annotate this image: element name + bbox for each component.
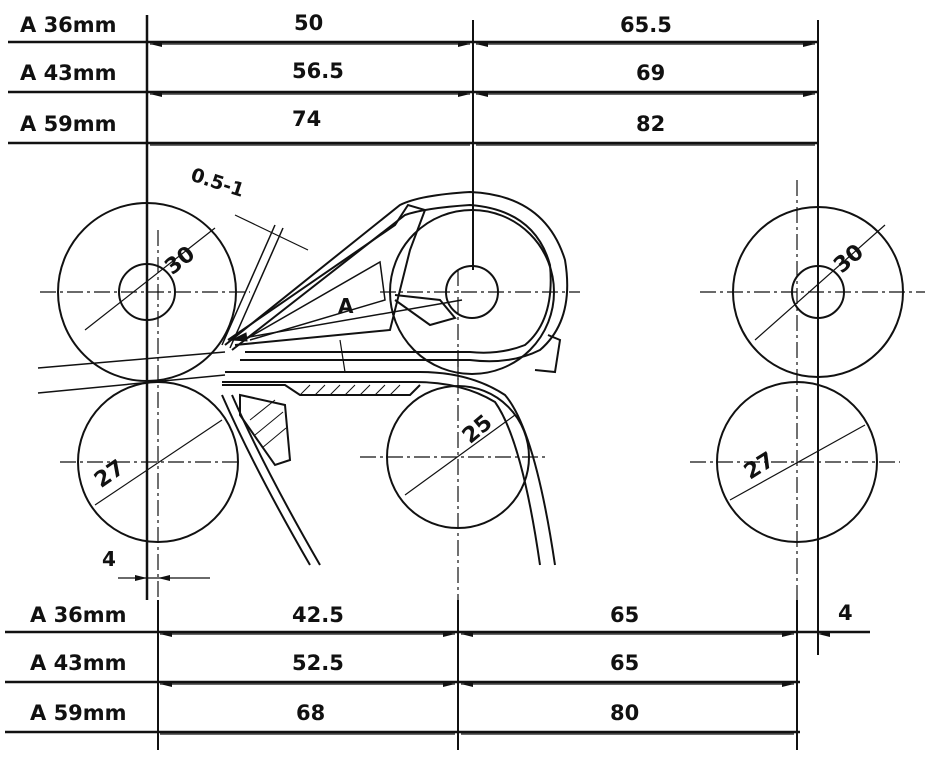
top-row3-label: A 59mm <box>20 112 117 136</box>
middle-roller-dia: 25 <box>458 410 498 449</box>
top-row1-value2: 65.5 <box>620 13 672 37</box>
bottom-row3-label: A 59mm <box>30 701 127 725</box>
top-row3-value1: 74 <box>292 107 321 131</box>
top-row1-label: A 36mm <box>20 13 117 37</box>
left-bottom-roller-dia: 27 <box>90 455 129 493</box>
top-row2-value1: 56.5 <box>292 59 344 83</box>
top-row1-value1: 50 <box>294 11 323 35</box>
top-row2-value2: 69 <box>636 61 665 85</box>
top-row3-value2: 82 <box>636 112 665 136</box>
left-offset-dimension: 4 <box>102 547 210 581</box>
bottom-dimension-table: A 36mm 42.5 65 4 A 43mm 52.5 65 A 59mm 6… <box>5 600 870 750</box>
bottom-row2-label: A 43mm <box>30 651 127 675</box>
left-top-roller-dia: 30 <box>160 242 200 281</box>
right-bottom-roller-dia: 27 <box>740 448 779 485</box>
bottom-row2-value2: 65 <box>610 651 639 675</box>
top-row2-label: A 43mm <box>20 61 117 85</box>
bottom-row3-value2: 80 <box>610 701 639 725</box>
bottom-row2-value1: 52.5 <box>292 651 344 675</box>
apron-cradle <box>38 192 567 565</box>
gap-label: 0.5-1 <box>188 164 247 202</box>
bottom-row3-value1: 68 <box>296 701 325 725</box>
top-dimension-table: A 36mm 50 65.5 A 43mm 56.5 69 A 59mm 74 … <box>8 11 818 655</box>
bottom-row1-value3: 4 <box>838 601 853 625</box>
bottom-row1-value1: 42.5 <box>292 603 344 627</box>
left-offset-label: 4 <box>102 547 116 571</box>
bottom-row1-value2: 65 <box>610 603 639 627</box>
apron-label-A: A <box>338 294 354 318</box>
bottom-row1-label: A 36mm <box>30 603 127 627</box>
